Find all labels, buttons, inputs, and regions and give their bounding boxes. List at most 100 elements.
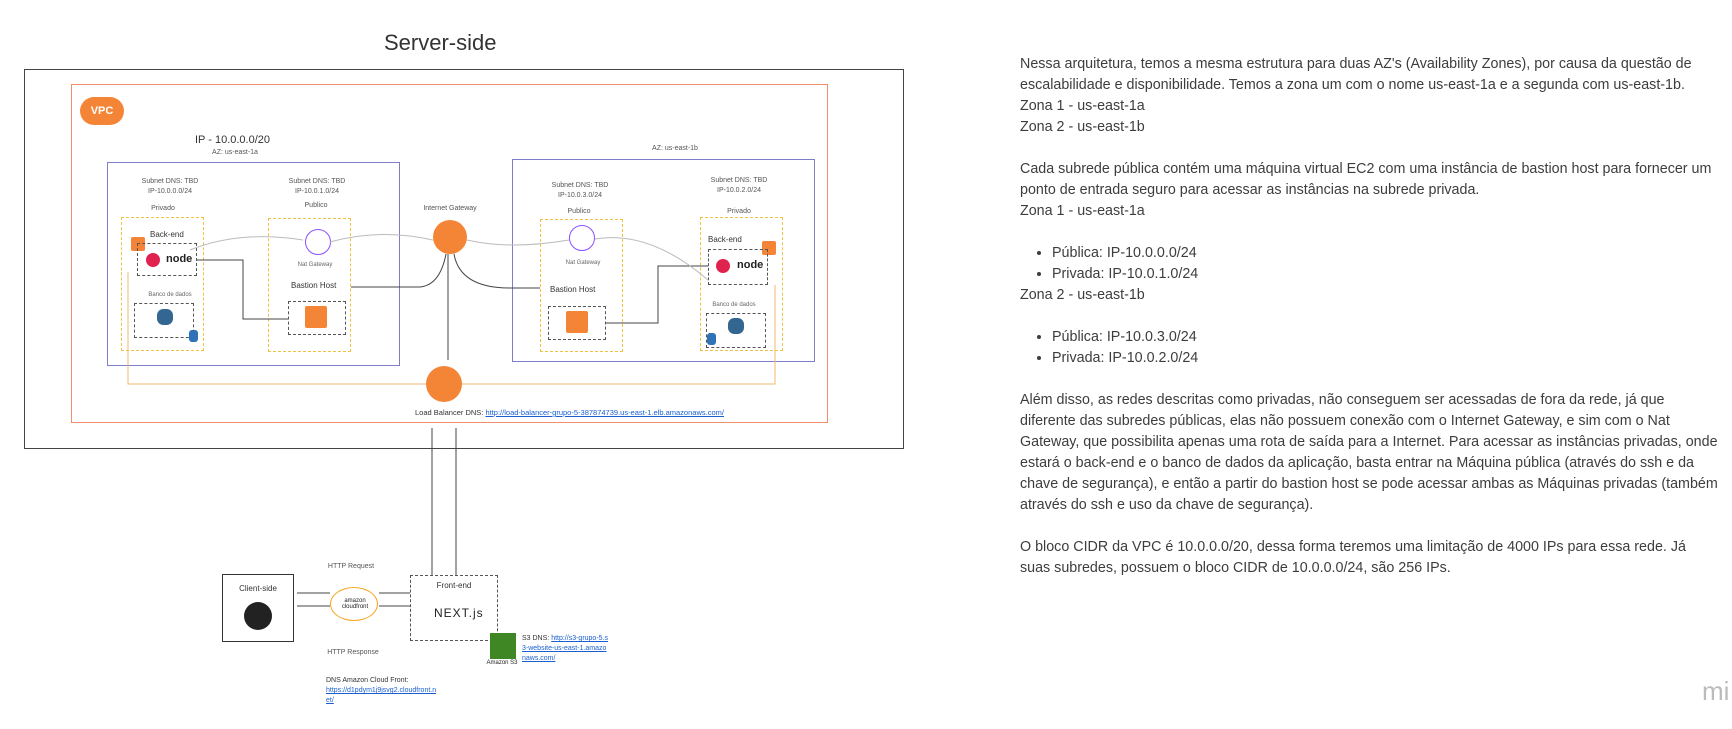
description-panel: Nessa arquitetura, temos a mesma estrutu… <box>1020 54 1720 579</box>
subnet-4-kind: Privado <box>727 208 751 215</box>
zona1-item: Pública: IP-10.0.0.0/24 <box>1052 243 1720 264</box>
s3-label: Amazon S3 <box>486 660 518 666</box>
postgres-icon <box>157 309 173 325</box>
zona1-item: Privada: IP-10.0.1.0/24 <box>1052 264 1720 285</box>
igw-to-nat2-line <box>466 239 570 246</box>
bastion1-to-igw-line <box>351 253 447 288</box>
az1-box <box>107 162 400 366</box>
description-p3: Além disso, as redes descritas como priv… <box>1020 392 1718 513</box>
subnet-3-kind: Publico <box>567 208 591 215</box>
node-text: node <box>166 253 193 265</box>
backend-box-2 <box>708 249 768 285</box>
frontend-label: Front-end <box>436 581 472 590</box>
http-request-label: HTTP Request <box>327 563 375 570</box>
bastion-label-2: Bastion Host <box>550 285 596 294</box>
subnet-2-dns: Subnet DNS: TBD <box>288 178 346 185</box>
s3-dns-link[interactable]: http://s3-grupo-5.s3-website-us-east-1.a… <box>522 635 608 662</box>
description-zona1: Zona 1 - us-east-1a <box>1020 98 1145 114</box>
vpc-box <box>71 84 828 423</box>
bastion-box-1 <box>288 301 346 335</box>
user-icon <box>244 602 272 630</box>
nat-gateway-icon-2 <box>569 225 595 251</box>
nestjs-icon-2 <box>716 259 730 273</box>
nat-gateway-label-2: Nat Gateway <box>565 260 601 266</box>
az2-label: AZ: us-east-1b <box>652 145 698 152</box>
backend1-to-nat-line <box>189 236 304 251</box>
igw-to-bastion2-line <box>453 253 540 289</box>
subnet-2-box <box>268 218 351 352</box>
description-p1: Nessa arquitetura, temos a mesma estrutu… <box>1020 56 1692 93</box>
vpc-ip-label: IP - 10.0.0.0/20 <box>195 134 271 146</box>
db-box-2 <box>706 313 766 348</box>
nat1-to-igw-line <box>329 233 434 243</box>
client-side-label: Client-side <box>239 584 277 593</box>
backend-label: Back-end <box>150 230 184 239</box>
zona2-list: Pública: IP-10.0.3.0/24 Privada: IP-10.0… <box>1020 327 1720 369</box>
postgres-icon-2 <box>728 318 744 334</box>
cloudfront-label: amazon cloudfront <box>341 598 369 610</box>
nestjs-icon <box>146 253 160 267</box>
subnet-3-ip: IP-10.0.3.0/24 <box>558 192 602 199</box>
cloudfront-dns-link[interactable]: https://d1pdym1j9jsvg2.cloudfront.net/ <box>326 687 437 704</box>
bastion-box-2 <box>548 306 606 340</box>
server-side-frame <box>24 69 904 449</box>
cloudfront-icon <box>330 587 378 621</box>
zona2-item: Privada: IP-10.0.2.0/24 <box>1052 348 1720 369</box>
lb-to-backend1-line <box>127 272 426 385</box>
s3-icon <box>490 633 516 659</box>
nat-gateway-label-1: Nat Gateway <box>297 262 333 268</box>
subnet-2-ip: IP-10.0.1.0/24 <box>295 188 339 195</box>
subnet-4-dns: Subnet DNS: TBD <box>710 177 768 184</box>
cloudfront-dns: DNS Amazon Cloud Front: https://d1pdym1j… <box>326 676 438 706</box>
backend-box-1 <box>137 243 197 276</box>
client-box <box>222 574 294 642</box>
az2-box <box>512 159 815 362</box>
frontend-box <box>410 575 498 641</box>
node-text-2: node <box>737 259 764 271</box>
rds-icon-2 <box>707 333 716 345</box>
load-balancer-link[interactable]: http://load-balancer-grupo-5-387874739.u… <box>485 408 724 417</box>
load-balancer-label: Load Balancer DNS: <box>415 408 484 417</box>
lb-to-backend2-line <box>462 285 776 385</box>
watermark-logo: mi <box>1702 676 1730 706</box>
bastion-label-1: Bastion Host <box>291 281 337 290</box>
backend1-to-bastion1-line <box>197 259 288 320</box>
subnet-1-dns: Subnet DNS: TBD <box>141 178 199 185</box>
subnet-1-ip: IP-10.0.0.0/24 <box>148 188 192 195</box>
diagram-title: Server-side <box>384 30 497 55</box>
description-zona1b: Zona 1 - us-east-1a <box>1020 203 1145 219</box>
rds-icon <box>189 330 198 342</box>
bastion2-to-backend2-line <box>606 265 708 324</box>
subnet-2-kind: Publico <box>304 202 328 209</box>
subnet-1-kind: Privado <box>151 205 175 212</box>
load-balancer-dns-label: Load Balancer DNS: http://load-balancer-… <box>415 408 724 417</box>
subnet-4-box <box>700 217 783 351</box>
description-zona2b: Zona 2 - us-east-1b <box>1020 287 1145 303</box>
zona1-list: Pública: IP-10.0.0.0/24 Privada: IP-10.0… <box>1020 243 1720 285</box>
backend-label-2: Back-end <box>708 235 742 244</box>
db-label-2: Banco de dados <box>712 302 756 308</box>
s3-dns-label: S3 DNS: <box>522 635 550 642</box>
db-label-1: Banco de dados <box>148 292 192 298</box>
zona2-item: Pública: IP-10.0.3.0/24 <box>1052 327 1720 348</box>
s3-dns: S3 DNS: http://s3-grupo-5.s3-website-us-… <box>522 634 608 664</box>
backend2-to-nat2-line <box>594 237 709 281</box>
description-p2: Cada subrede pública contém uma máquina … <box>1020 161 1712 198</box>
description-zona2: Zona 2 - us-east-1b <box>1020 119 1145 135</box>
cloudfront-dns-label: DNS Amazon Cloud Front: <box>326 677 409 684</box>
vpc-badge: VPC <box>90 105 114 117</box>
subnet-1-box <box>121 217 204 351</box>
internet-gateway-label: Internet Gateway <box>423 205 477 212</box>
subnet-3-dns: Subnet DNS: TBD <box>551 182 609 189</box>
bastion-ec2-icon-2 <box>566 311 588 333</box>
nat-gateway-icon <box>305 229 331 255</box>
subnet-4-ip: IP-10.0.2.0/24 <box>717 187 761 194</box>
internet-gateway-icon <box>433 220 467 254</box>
db-box-1 <box>134 303 194 338</box>
vpc-cloud-icon: VPC <box>80 97 124 125</box>
az1-label: AZ: us-east-1a <box>212 149 258 156</box>
subnet-3-box <box>540 219 623 352</box>
ec2-icon-2 <box>762 241 776 255</box>
nextjs-logo: NEXT.js <box>434 606 484 620</box>
